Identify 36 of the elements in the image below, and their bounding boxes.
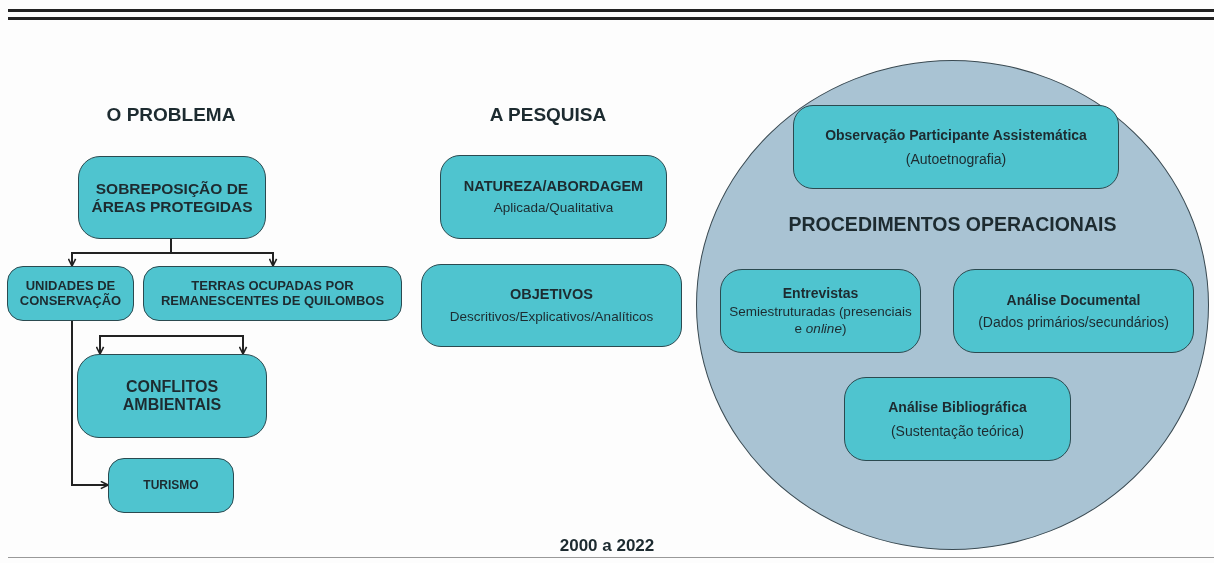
rounded-box	[440, 155, 667, 239]
box-description: Semiestruturadas (presenciais e online)	[728, 304, 913, 337]
section-heading: 2000 a 2022	[559, 536, 655, 556]
box-title: OBJETIVOS	[510, 286, 593, 303]
arrow	[170, 238, 278, 267]
box-description: Descritivos/Explicativos/Analíticos	[449, 308, 654, 325]
box-title: CONFLITOS AMBIENTAIS	[121, 377, 223, 415]
rounded-box	[78, 156, 266, 239]
rounded-box	[77, 354, 267, 438]
box-title: TERRAS OCUPADAS POR REMANESCENTES DE QUILOMBOS	[159, 278, 386, 309]
box-title: TURISMO	[143, 478, 199, 493]
box-description: (Sustentação teórica)	[890, 422, 1025, 440]
procedures-heading: PROCEDIMENTOS OPERACIONAIS	[787, 213, 1118, 236]
box-title: Análise Documental	[1006, 291, 1141, 308]
rounded-box	[143, 266, 402, 321]
box-title: Observação Participante Assistemática	[825, 126, 1087, 143]
box-title: Análise Bibliográfica	[888, 398, 1027, 415]
arrow	[95, 335, 172, 355]
section-heading: O PROBLEMA	[106, 104, 236, 126]
rounded-box	[844, 377, 1071, 461]
rounded-box	[7, 266, 134, 321]
box-title: NATUREZA/ABORDAGEM	[463, 177, 644, 195]
arrow	[71, 320, 109, 490]
box-title: UNIDADES DE CONSERVAÇÃO	[18, 278, 123, 309]
arrow	[170, 335, 248, 355]
rounded-box	[953, 269, 1194, 353]
box-description: Aplicada/Qualitativa	[493, 200, 614, 217]
rounded-box	[793, 105, 1119, 189]
rounded-box	[720, 269, 921, 353]
box-title: Entrevistas	[782, 285, 859, 302]
box-description: (Dados primários/secundários)	[978, 313, 1169, 331]
rounded-box	[421, 264, 682, 347]
box-description: (Autoetnografia)	[905, 150, 1007, 168]
box-title: SOBREPOSIÇÃO DE ÁREAS PROTEGIDAS	[90, 179, 254, 216]
rounded-box	[108, 458, 234, 513]
section-heading: A PESQUISA	[489, 104, 607, 126]
